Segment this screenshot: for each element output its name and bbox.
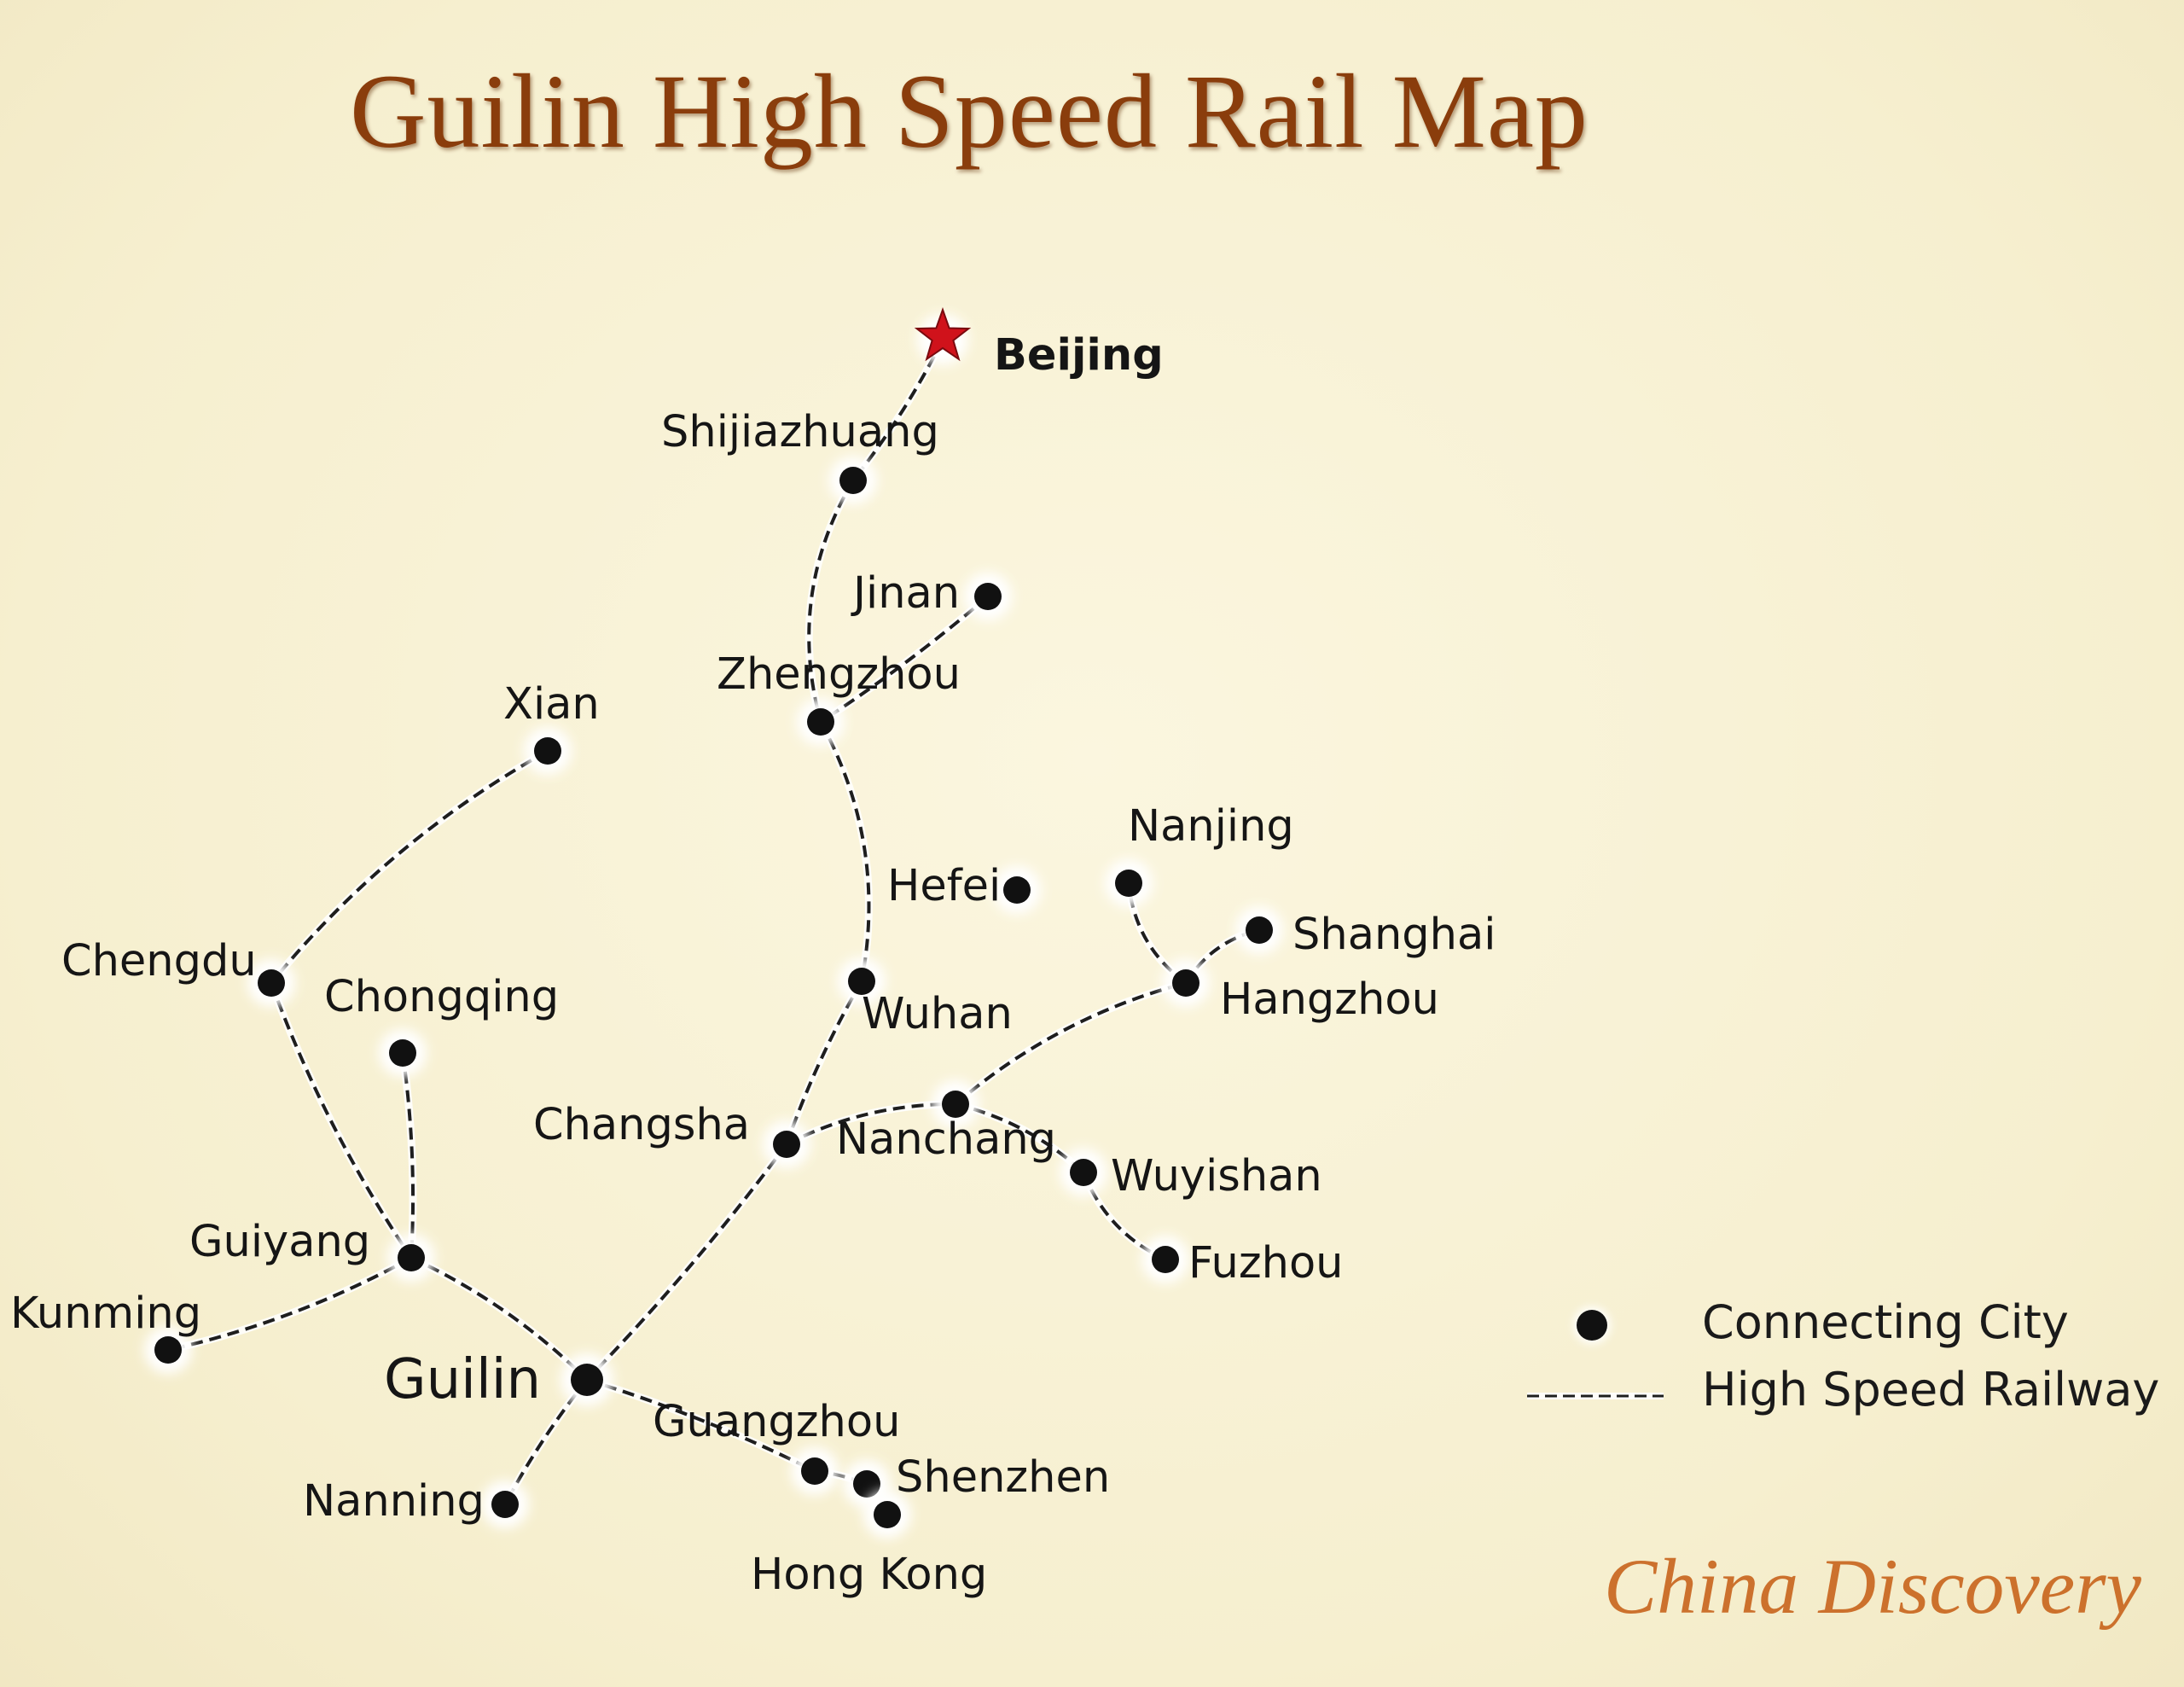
legend-connecting-city-label: Connecting City xyxy=(1702,1295,2069,1349)
city-label-guangzhou: Guangzhou xyxy=(653,1397,900,1447)
city-label-nanning: Nanning xyxy=(303,1476,485,1527)
rail-route-casing xyxy=(268,748,550,986)
city-label-jinan: Jinan xyxy=(851,568,960,619)
city-dot-kunming xyxy=(154,1336,182,1364)
city-dot-hongkong xyxy=(874,1501,901,1528)
city-dot-jinan xyxy=(974,583,1002,610)
rail-route-dashes xyxy=(270,749,549,985)
rail-route-dashes xyxy=(270,982,413,1259)
rail-lines xyxy=(167,337,1261,1507)
city-label-beijing: Beijing xyxy=(994,330,1164,381)
city-dot-nanning xyxy=(491,1491,519,1518)
rail-route-casing xyxy=(817,719,873,982)
city-labels: BeijingShijiazhuangJinanZhengzhouXianHef… xyxy=(10,330,1496,1600)
rail-route-guilin-guangzhou xyxy=(585,1376,817,1475)
city-dot-shanghai xyxy=(1246,916,1273,944)
rail-route-chongqing-guiyang xyxy=(398,1052,417,1259)
city-label-wuhan: Wuhan xyxy=(862,989,1013,1039)
rail-route-chengdu-guiyang xyxy=(267,981,415,1260)
rail-route-dashes xyxy=(954,981,1187,1106)
city-dot-changsha xyxy=(773,1131,800,1158)
city-dot-wuhan xyxy=(848,968,875,995)
city-label-chengdu: Chengdu xyxy=(61,936,257,986)
city-label-wuyishan: Wuyishan xyxy=(1111,1151,1322,1201)
city-label-xian: Xian xyxy=(503,679,600,730)
city-dot-chongqing xyxy=(389,1039,416,1067)
rail-route-dashes xyxy=(586,1378,816,1473)
city-label-zhengzhou: Zhengzhou xyxy=(717,649,961,700)
city-dot-shenzhen xyxy=(853,1470,880,1498)
legend-high-speed-railway-label: High Speed Railway xyxy=(1702,1363,2160,1416)
city-label-guiyang: Guiyang xyxy=(189,1217,370,1267)
rail-route-dashes xyxy=(1082,1172,1166,1261)
city-dot-wuyishan xyxy=(1070,1159,1097,1186)
rail-route-dashes xyxy=(585,1143,788,1382)
city-dot-xian xyxy=(534,737,561,765)
rail-route-casing xyxy=(167,1254,414,1354)
rail-route-jinan-zhengzhou xyxy=(818,593,990,725)
city-dot-hangzhou xyxy=(1172,969,1199,997)
city-label-hangzhou: Hangzhou xyxy=(1220,974,1439,1025)
city-dot-hefei xyxy=(1003,876,1031,904)
map-title: Guilin High Speed Rail Map xyxy=(350,53,1589,170)
city-label-nanchang: Nanchang xyxy=(836,1114,1056,1165)
city-dot-zhengzhou xyxy=(807,708,834,736)
rail-route-guiyang-guilin xyxy=(410,1254,590,1383)
city-label-hefei: Hefei xyxy=(887,861,1001,911)
rail-route-dashes xyxy=(819,595,990,724)
legend-railway-line-icon xyxy=(1527,1393,1664,1399)
city-label-shenzhen: Shenzhen xyxy=(896,1452,1110,1503)
city-label-guilin: Guilin xyxy=(384,1348,541,1411)
rail-route-dashes xyxy=(807,479,855,723)
rail-route-xian-chengdu xyxy=(268,748,550,986)
rail-route-shijiazhuang-zhengzhou xyxy=(804,478,857,724)
city-dot-nanjing xyxy=(1115,870,1142,897)
city-dot-guilin xyxy=(571,1364,603,1396)
city-label-hongkong: Hong Kong xyxy=(751,1550,987,1600)
city-dot-guangzhou xyxy=(801,1457,828,1485)
capital-star-icon xyxy=(914,306,972,362)
city-markers xyxy=(144,306,1283,1539)
city-label-shanghai: Shanghai xyxy=(1292,910,1496,960)
rail-route-nanchang-hangzhou xyxy=(953,979,1188,1108)
rail-route-zhengzhou-wuhan xyxy=(817,719,873,982)
china-discovery-logo: China Discovery xyxy=(1604,1543,2141,1630)
city-dot-fuzhou xyxy=(1152,1246,1179,1273)
city-dot-chengdu xyxy=(258,969,285,997)
rail-route-dashes xyxy=(410,1256,589,1382)
city-label-shijiazhuang: Shijiazhuang xyxy=(661,407,939,457)
rail-route-changsha-guilin xyxy=(584,1142,790,1383)
rail-route-dashes xyxy=(819,721,871,982)
svg-text:China Discovery: China Discovery xyxy=(1604,1543,2141,1630)
rail-route-casing xyxy=(584,1142,790,1383)
city-label-fuzhou: Fuzhou xyxy=(1188,1238,1344,1289)
city-label-nanjing: Nanjing xyxy=(1128,801,1294,852)
city-dot-shijiazhuang xyxy=(839,467,867,494)
legend-city-dot-icon xyxy=(1577,1310,1607,1341)
rail-route-dashes xyxy=(401,1052,415,1259)
city-dot-nanchang xyxy=(942,1091,969,1118)
city-label-changsha: Changsha xyxy=(533,1100,750,1150)
city-label-kunming: Kunming xyxy=(10,1289,201,1339)
city-dot-guiyang xyxy=(398,1244,425,1271)
rail-route-dashes xyxy=(167,1256,412,1352)
rail-route-guiyang-kunming xyxy=(167,1254,414,1354)
city-label-chongqing: Chongqing xyxy=(324,972,559,1022)
